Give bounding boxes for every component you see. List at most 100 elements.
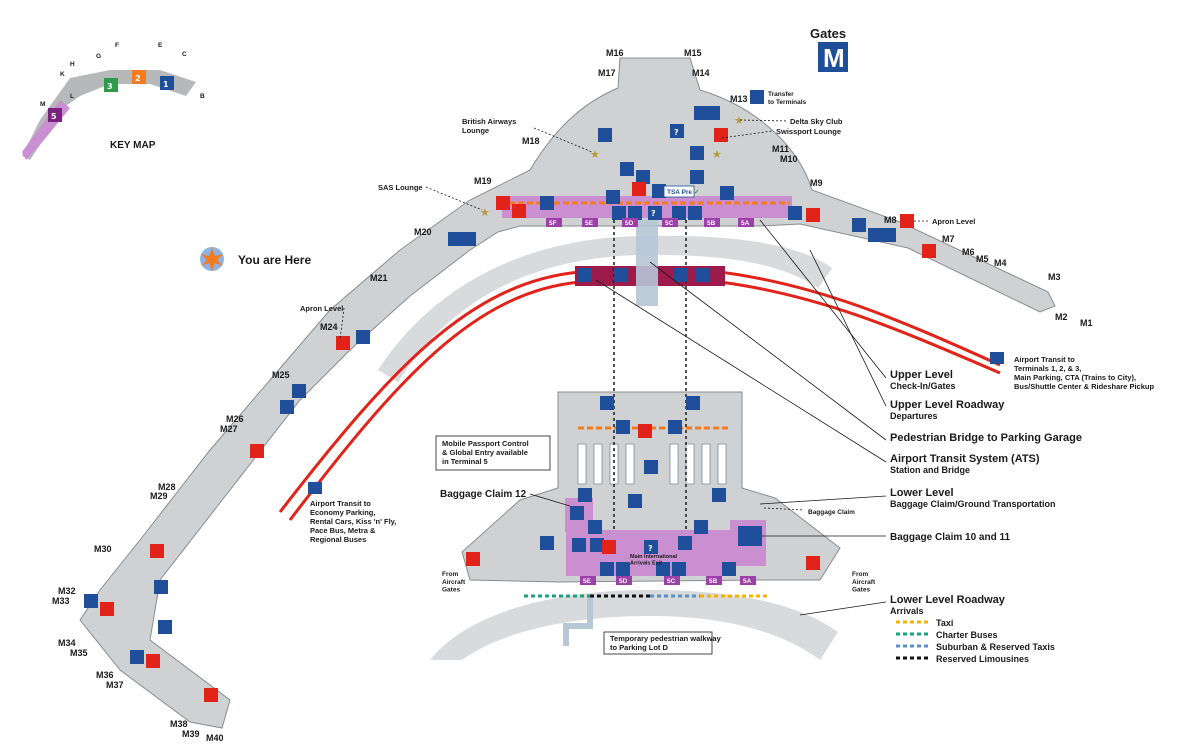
delta-sky-club: Delta Sky Club	[790, 117, 843, 126]
svg-text:F: F	[115, 42, 119, 49]
svg-text:M27: M27	[220, 424, 238, 434]
door-5a: 5A	[741, 220, 750, 227]
shop-icons	[100, 128, 936, 702]
svg-text:M9: M9	[810, 178, 823, 188]
svg-text:H: H	[70, 61, 75, 68]
concourse-badge	[818, 42, 848, 72]
svg-text:M36: M36	[96, 670, 114, 680]
svg-text:E: E	[158, 42, 163, 49]
info-icon: ?	[648, 544, 653, 553]
svg-text:M19: M19	[474, 176, 492, 186]
svg-text:M5: M5	[976, 254, 989, 264]
lower-doors: 5E 5D 5C 5B 5A	[580, 576, 756, 585]
legend-leaders	[595, 219, 887, 616]
lower-door-5d: 5D	[619, 578, 628, 585]
you-are-here-label: You are Here	[238, 253, 311, 267]
upper-level-roadway	[378, 235, 832, 382]
svg-text:K: K	[60, 71, 65, 78]
svg-text:M6: M6	[962, 247, 975, 257]
svg-text:M8: M8	[884, 215, 897, 225]
svg-text:Check-In/Gates: Check-In/Gates	[890, 381, 956, 391]
svg-text:M13: M13	[730, 94, 748, 104]
svg-text:Baggage Claim/Ground Transport: Baggage Claim/Ground Transportation	[890, 499, 1056, 509]
apron-level-left: Apron Level	[300, 304, 343, 313]
svg-text:C: C	[182, 51, 187, 58]
svg-text:M7: M7	[942, 234, 955, 244]
lower-door-5b: 5B	[709, 578, 718, 585]
lower-door-5a: 5A	[743, 578, 752, 585]
svg-text:G: G	[96, 53, 101, 60]
concourse-letter: M	[823, 43, 845, 73]
svg-text:1: 1	[163, 80, 169, 89]
svg-text:3: 3	[107, 82, 113, 91]
svg-text:M15: M15	[684, 48, 702, 58]
svg-text:M29: M29	[150, 491, 168, 501]
legend-taxi: Taxi	[936, 618, 953, 628]
legend-ats: Airport Transit System (ATS)	[890, 453, 1040, 465]
svg-text:M17: M17	[598, 68, 616, 78]
gates-heading: Gates	[810, 26, 846, 41]
pedestrian-bridge	[636, 220, 658, 306]
legend-lower-roadway: Lower Level Roadway	[890, 594, 1006, 606]
level-connectors	[613, 220, 687, 530]
svg-text:Departures: Departures	[890, 411, 938, 421]
door-5b: 5B	[707, 220, 716, 227]
svg-text:M11: M11	[772, 144, 789, 154]
upper-doors: 5F 5E 5D 5C 5B 5A	[546, 218, 754, 227]
svg-text:M18: M18	[522, 136, 540, 146]
baggage-claim-label: Baggage Claim	[808, 509, 855, 516]
lower-door-5e: 5E	[583, 578, 592, 585]
svg-text:M3: M3	[1048, 272, 1061, 282]
svg-text:2: 2	[135, 74, 141, 83]
svg-text:M16: M16	[606, 48, 624, 58]
door-5f: 5F	[549, 220, 557, 227]
svg-text:M25: M25	[272, 370, 290, 380]
svg-text:M: M	[40, 101, 45, 108]
svg-text:M34: M34	[58, 638, 76, 648]
lounge-leaders	[339, 119, 930, 341]
svg-text:M30: M30	[94, 544, 112, 554]
lower-level-roadway	[430, 590, 838, 660]
svg-text:M2: M2	[1055, 312, 1068, 322]
svg-text:M14: M14	[692, 68, 710, 78]
svg-text:Station and Bridge: Station and Bridge	[890, 465, 970, 475]
gate-labels: M1 M2 M3 M4 M5 M6 M7 M8 M9 M10 M11 M13 M…	[52, 48, 1093, 743]
tsa-pre-badge	[663, 185, 695, 198]
apron-level-right: Apron Level	[932, 217, 975, 226]
svg-text:Arrivals: Arrivals	[890, 606, 924, 616]
legend-baggage-10-11: Baggage Claim 10 and 11	[890, 532, 1010, 543]
baggage-claim-12-label: Baggage Claim 12	[440, 489, 527, 500]
key-map: 5 3 2 1 G F E C H K B L M KEY MAP	[22, 42, 205, 160]
lounge-stars: ★ ★ ★ ★	[480, 114, 744, 219]
svg-text:B: B	[200, 93, 205, 100]
svg-text:★: ★	[712, 148, 722, 161]
sas-lounge: SAS Lounge	[378, 183, 423, 192]
temp-walkway	[563, 596, 593, 646]
svg-text:M35: M35	[70, 648, 88, 658]
svg-text:5: 5	[51, 112, 57, 121]
legend-pedestrian-bridge: Pedestrian Bridge to Parking Garage	[890, 432, 1082, 444]
svg-text:★: ★	[480, 206, 490, 219]
svg-text:M33: M33	[52, 596, 70, 606]
svg-text:★: ★	[590, 148, 600, 161]
svg-text:M4: M4	[994, 258, 1007, 268]
svg-text:★: ★	[734, 114, 744, 127]
legend-limousines: Reserved Limousines	[936, 654, 1029, 664]
door-5d: 5D	[625, 220, 634, 227]
swissport-lounge: Swissport Lounge	[776, 127, 841, 136]
amenity-icons	[84, 90, 1004, 664]
legend-lower-level: Lower Level	[890, 487, 954, 499]
lower-door-5c: 5C	[667, 578, 676, 585]
legend-suburban: Suburban & Reserved Taxis	[936, 642, 1055, 652]
door-5e: 5E	[585, 220, 594, 227]
svg-text:M20: M20	[414, 227, 432, 237]
